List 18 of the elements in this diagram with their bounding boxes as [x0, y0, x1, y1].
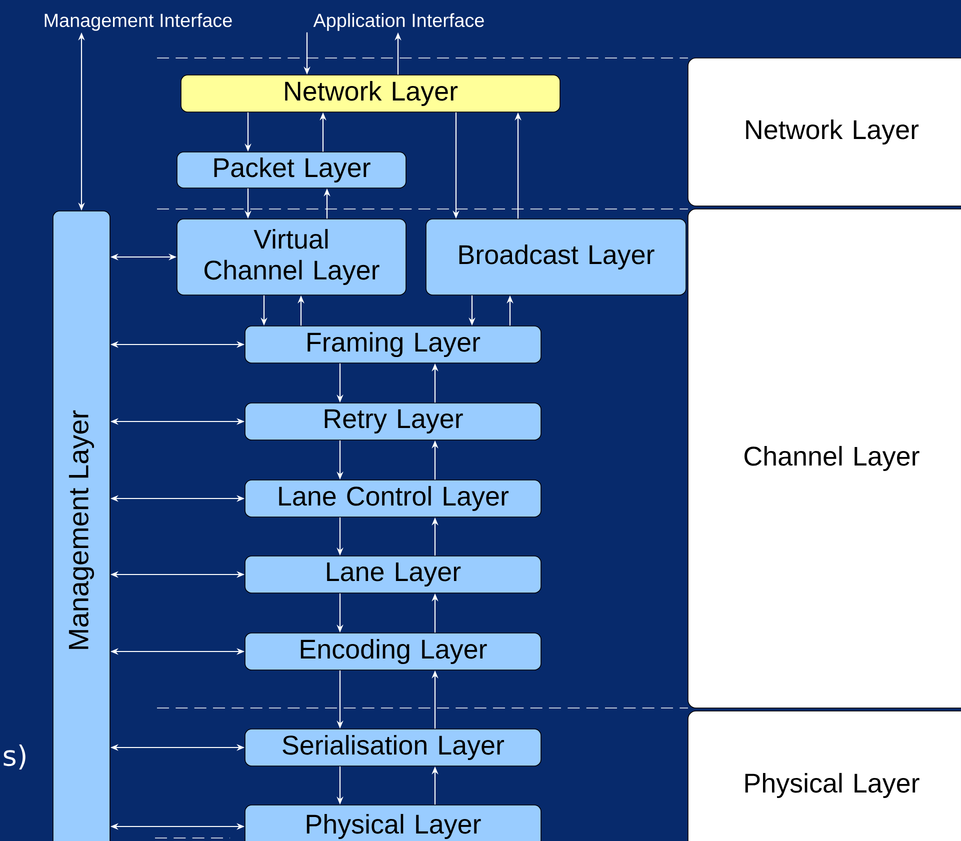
layer-box: Network Layer — [180, 74, 560, 112]
text-fragment: s) — [4, 744, 26, 770]
section-panel: Network Layer — [688, 58, 961, 206]
layer-box: Management Layer — [52, 210, 110, 841]
layer-box: Encoding Layer — [244, 632, 542, 670]
interface-label: Management Interface — [44, 13, 232, 31]
section-panel: Physical Layer — [688, 710, 961, 841]
layer-box: Retry Layer — [244, 402, 542, 440]
layer-box: Virtual Channel Layer — [176, 218, 406, 296]
section-panel: Channel Layer — [688, 208, 961, 708]
layer-box: Broadcast Layer — [426, 218, 686, 296]
layer-box: Serialisation Layer — [244, 728, 542, 766]
layer-box: Lane Control Layer — [244, 480, 542, 518]
layer-box: Lane Layer — [244, 556, 542, 594]
interface-label: Application Interface — [313, 13, 484, 31]
layer-box: Physical Layer — [244, 804, 542, 841]
layer-box: Packet Layer — [176, 152, 406, 188]
layer-box: Framing Layer — [244, 326, 542, 364]
